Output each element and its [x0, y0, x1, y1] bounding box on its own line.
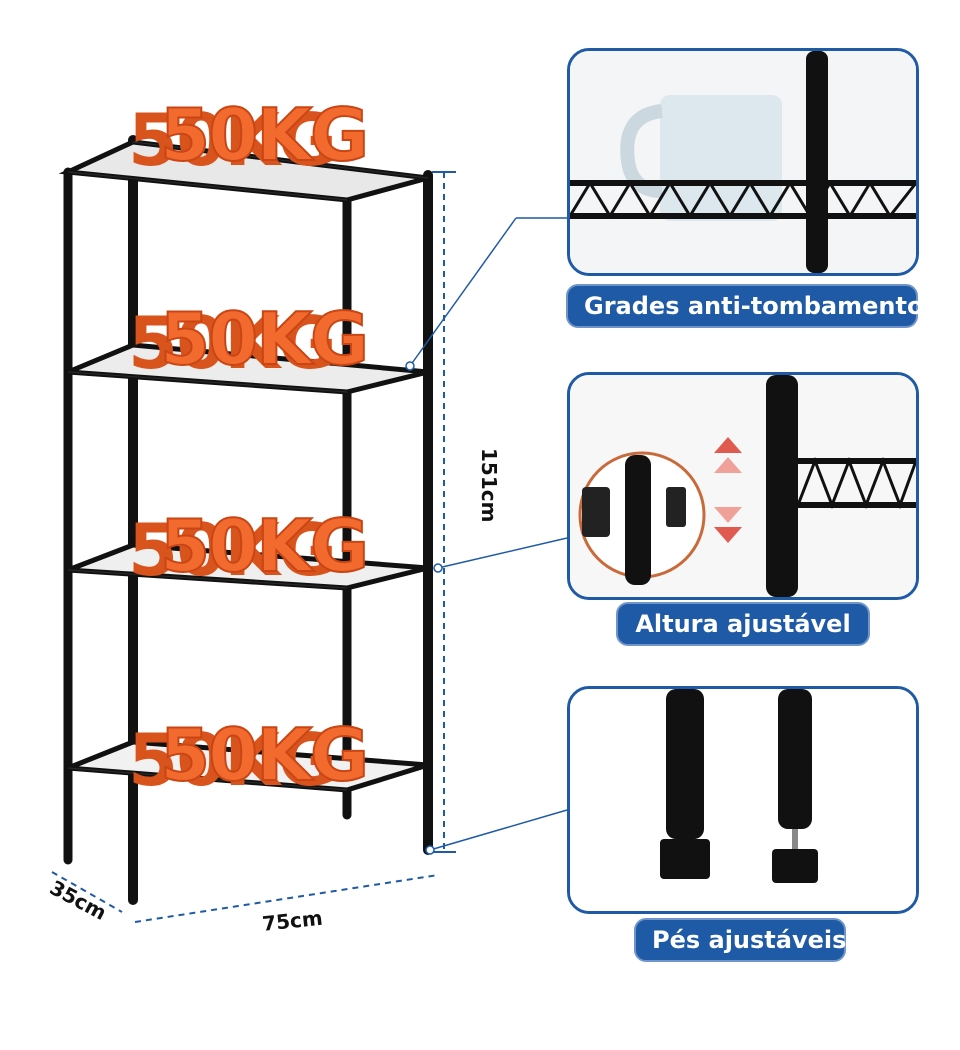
- load-label-3: 50KG 50KG: [128, 503, 370, 592]
- load-label-1: 50KG 50KG: [128, 92, 370, 182]
- shelf-decks: [58, 139, 429, 793]
- svg-text:50KG: 50KG: [160, 93, 367, 177]
- svg-text:50KG: 50KG: [128, 508, 335, 592]
- width-dimension-line: [134, 874, 439, 923]
- svg-text:50KG: 50KG: [160, 504, 367, 588]
- svg-text:50KG: 50KG: [128, 718, 335, 802]
- load-label-4: 50KG 50KG: [128, 712, 370, 802]
- load-label-2: 50KG 50KG: [128, 296, 370, 385]
- mug-on-shelf-guardrail-icon: [570, 51, 916, 273]
- feature-panel-guardrail: [567, 48, 919, 276]
- feature-label-guardrail: Grades anti-tombamento: [566, 284, 923, 328]
- height-label: 151cm: [477, 448, 501, 522]
- svg-text:50KG: 50KG: [160, 713, 367, 797]
- svg-text:50KG: 50KG: [128, 301, 335, 385]
- feature-panel-height: [567, 372, 919, 600]
- svg-text:50KG: 50KG: [128, 98, 335, 182]
- pole-clip-adjustment-icon: [570, 375, 916, 597]
- depth-dimension-line: [51, 871, 123, 913]
- adjustable-feet-icon: [570, 689, 916, 911]
- feature-panel-feet: [567, 686, 919, 914]
- feature-label-height: Altura ajustável: [616, 602, 870, 646]
- svg-text:50KG: 50KG: [160, 297, 367, 381]
- height-dimension-line: [432, 171, 456, 853]
- feature-label-feet: Pés ajustáveis: [634, 918, 846, 962]
- width-label: 75cm: [261, 906, 324, 936]
- callout-connectors: [405, 217, 568, 855]
- depth-label: 35cm: [46, 875, 111, 925]
